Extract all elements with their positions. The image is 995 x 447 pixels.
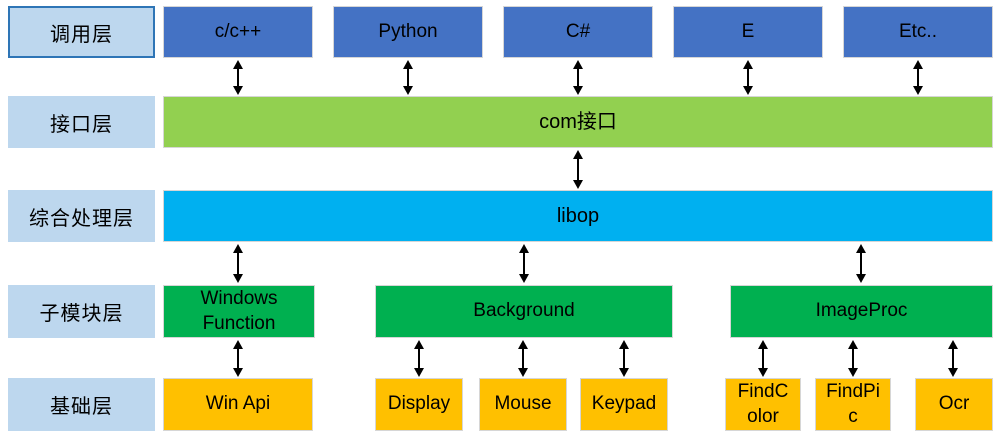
box-cpp: c/c++	[163, 6, 313, 58]
arrow-etc-com-icon	[917, 69, 919, 86]
box-csharp: C#	[503, 6, 653, 58]
arrow-libop-windowsfunction-icon	[237, 253, 239, 274]
arrow-cpp-com-icon	[237, 69, 239, 86]
layer-label-module: 子模块层	[8, 285, 155, 338]
arrow-com-libop-icon	[577, 159, 579, 180]
bar-libop: libop	[163, 190, 993, 242]
arrow-libop-background-icon	[523, 253, 525, 274]
arrow-imageproc-ocr-icon	[952, 349, 954, 368]
box-win-api: Win Api	[163, 378, 313, 431]
arrow-windowsfunction-winapi-icon	[237, 349, 239, 368]
layer-label-call: 调用层	[8, 6, 155, 58]
box-ocr: Ocr	[915, 378, 993, 431]
arrow-csharp-com-icon	[577, 69, 579, 86]
layer-label-processing: 综合处理层	[8, 190, 155, 242]
box-mouse: Mouse	[479, 378, 567, 431]
box-imageproc: ImageProc	[730, 285, 993, 338]
box-keypad: Keypad	[580, 378, 668, 431]
box-windows-function: Windows Function	[163, 285, 315, 338]
arrow-background-display-icon	[418, 349, 420, 368]
box-findpic: FindPic	[815, 378, 891, 431]
call-layer-row: c/c++ Python C# E Etc..	[163, 6, 993, 58]
box-python: Python	[333, 6, 483, 58]
arrow-e-com-icon	[747, 69, 749, 86]
arrow-background-mouse-icon	[522, 349, 524, 368]
box-e: E	[673, 6, 823, 58]
layer-label-interface: 接口层	[8, 96, 155, 148]
box-etc: Etc..	[843, 6, 993, 58]
arrow-python-com-icon	[407, 69, 409, 86]
box-findcolor: FindColor	[725, 378, 801, 431]
arrow-imageproc-findpic-icon	[852, 349, 854, 368]
bar-com-interface: com接口	[163, 96, 993, 148]
arrow-imageproc-findcolor-icon	[762, 349, 764, 368]
box-background: Background	[375, 285, 673, 338]
box-display: Display	[375, 378, 463, 431]
layer-label-base: 基础层	[8, 378, 155, 431]
arrow-libop-imageproc-icon	[860, 253, 862, 274]
arrow-background-keypad-icon	[623, 349, 625, 368]
